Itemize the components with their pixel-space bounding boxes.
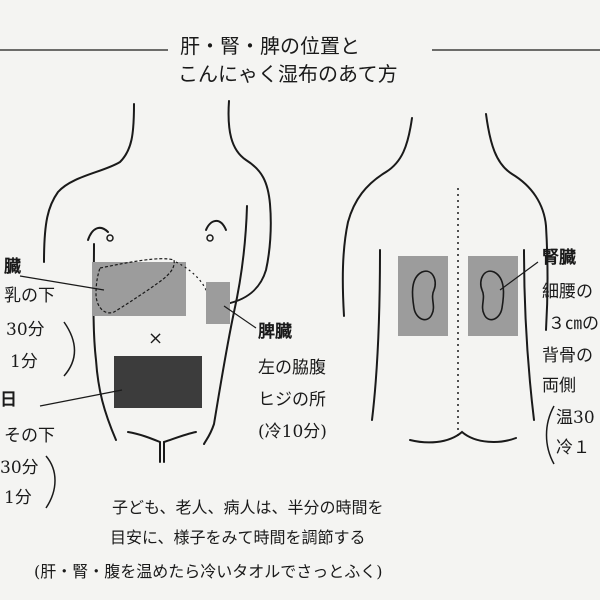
title-line-1: 肝・腎・脾の位置と xyxy=(180,34,360,58)
liver-outline xyxy=(95,258,175,314)
navel-mark: × xyxy=(148,328,164,349)
left-kidney-compress xyxy=(468,256,518,336)
liver-label: 臓 xyxy=(4,257,21,277)
liver-warm-time: 30分 xyxy=(6,320,45,340)
kidney-cold-time: 冷１ xyxy=(556,438,590,458)
right-kidney-compress xyxy=(398,256,448,336)
leader-lines xyxy=(19,261,539,407)
liver-cold-time: 1分 xyxy=(10,352,38,372)
title-line-2: こんにゃく湿布のあて方 xyxy=(178,62,398,86)
kidney-position-line-2: ３㎝の xyxy=(548,314,599,334)
kidney-position-line-3: 背骨の xyxy=(542,346,593,366)
time-brackets xyxy=(45,321,555,509)
footer-line-3: (肝・腎・腹を温めたら冷いタオルでさっとふく) xyxy=(34,562,383,581)
kidney-position-line-1: 細腰の xyxy=(542,282,593,302)
spleen-compress xyxy=(206,282,230,324)
right-nipple-mark xyxy=(106,234,114,242)
kidney-position-line-4: 両側 xyxy=(542,376,576,396)
kidney-label: 腎臓 xyxy=(542,248,576,268)
liver-compress xyxy=(92,262,186,316)
abdomen-warm-time: 30分 xyxy=(0,458,39,478)
abdomen-position: その下 xyxy=(4,426,55,446)
spleen-time: (冷10分) xyxy=(258,422,327,442)
left-kidney-outline xyxy=(479,270,505,321)
liver-position: 乳の下 xyxy=(4,286,55,306)
abdomen-label: 日 xyxy=(0,390,17,410)
kidney-warm-time: 温30 xyxy=(556,408,595,428)
abdomen-compress xyxy=(114,356,202,408)
spleen-position-line-1: 左の脇腹 xyxy=(258,358,326,378)
left-nipple-mark xyxy=(206,234,214,242)
spleen-position-line-2: ヒジの所 xyxy=(258,390,326,410)
footer-line-1: 子ども、老人、病人は、半分の時間を xyxy=(112,498,384,517)
spleen-label: 脾臓 xyxy=(258,322,292,342)
footer-line-2: 目安に、様子をみて時間を調節する xyxy=(110,528,366,547)
abdomen-cold-time: 1分 xyxy=(4,488,32,508)
right-kidney-outline xyxy=(411,270,437,321)
back-body-outline xyxy=(341,113,549,444)
